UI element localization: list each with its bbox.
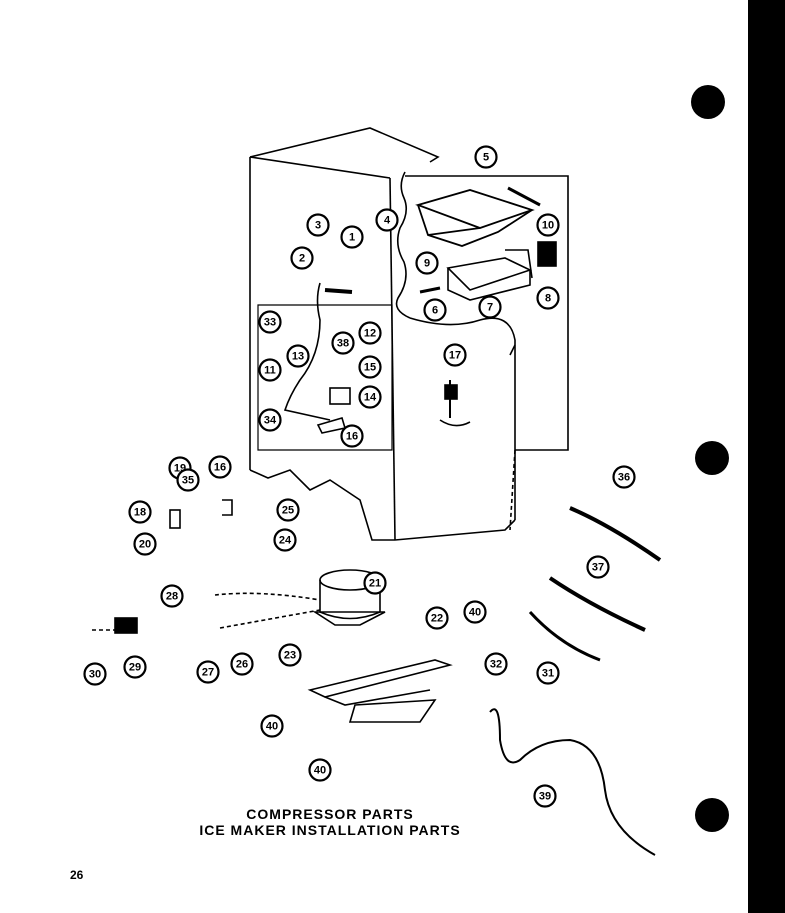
binder-hole xyxy=(691,85,725,119)
callout-28: 28 xyxy=(160,584,184,608)
callout-30: 30 xyxy=(83,662,107,686)
callout-label: 24 xyxy=(279,535,292,547)
callout-33: 33 xyxy=(258,310,282,334)
callout-11: 11 xyxy=(258,358,282,382)
callout-40: 40 xyxy=(463,600,487,624)
ice-maker xyxy=(446,249,533,301)
callout-38: 38 xyxy=(331,331,355,355)
small-parts xyxy=(92,186,662,856)
callout-label: 7 xyxy=(487,302,493,314)
caption-ice-maker-parts: ICE MAKER INSTALLATION PARTS xyxy=(199,822,461,838)
page-number: 26 xyxy=(70,868,84,882)
callout-3: 3 xyxy=(306,213,330,237)
callout-label: 16 xyxy=(214,462,226,474)
callout-label: 40 xyxy=(469,607,481,619)
callout-40: 40 xyxy=(308,758,332,782)
callout-9: 9 xyxy=(415,251,439,275)
callout-label: 1 xyxy=(349,232,355,244)
callout-label: 4 xyxy=(384,215,391,227)
caption-compressor-parts: COMPRESSOR PARTS xyxy=(246,806,414,822)
callout-27: 27 xyxy=(196,660,220,684)
callout-label: 36 xyxy=(618,472,630,484)
callout-20: 20 xyxy=(133,532,157,556)
callout-label: 38 xyxy=(337,338,349,350)
callout-label: 39 xyxy=(539,791,551,803)
callout-label: 26 xyxy=(236,659,248,671)
callout-21: 21 xyxy=(363,571,387,595)
callout-2: 2 xyxy=(290,246,314,270)
callout-25: 25 xyxy=(276,498,300,522)
callout-37: 37 xyxy=(586,555,610,579)
callout-label: 11 xyxy=(264,365,276,377)
callout-18: 18 xyxy=(128,500,152,524)
callout-22: 22 xyxy=(425,606,449,630)
callout-5: 5 xyxy=(474,145,498,169)
callout-label: 28 xyxy=(166,591,178,603)
callout-23: 23 xyxy=(278,643,302,667)
callout-label: 8 xyxy=(545,293,551,305)
page-edge-bar xyxy=(748,0,785,913)
callout-14: 14 xyxy=(358,385,382,409)
callout-29: 29 xyxy=(123,655,147,679)
refrigerator-cabinet xyxy=(249,127,569,541)
callout-40: 40 xyxy=(260,714,284,738)
callout-label: 31 xyxy=(542,668,554,680)
callout-4: 4 xyxy=(375,208,399,232)
callout-10: 10 xyxy=(536,213,560,237)
callout-6: 6 xyxy=(423,298,447,322)
callout-1: 1 xyxy=(340,225,364,249)
callout-15: 15 xyxy=(358,355,382,379)
callout-label: 23 xyxy=(284,650,296,662)
callout-34: 34 xyxy=(258,408,282,432)
callout-label: 27 xyxy=(202,667,214,679)
callout-label: 3 xyxy=(315,220,321,232)
callout-7: 7 xyxy=(478,295,502,319)
callout-label: 21 xyxy=(369,578,381,590)
binder-hole xyxy=(695,441,729,475)
callout-label: 14 xyxy=(364,392,377,404)
callout-31: 31 xyxy=(536,661,560,685)
callout-16: 16 xyxy=(340,424,364,448)
callout-label: 16 xyxy=(346,431,358,443)
callout-label: 37 xyxy=(592,562,604,574)
callout-36: 36 xyxy=(612,465,636,489)
callout-label: 34 xyxy=(264,415,277,427)
callout-label: 9 xyxy=(424,258,430,270)
callout-label: 17 xyxy=(449,350,461,362)
callout-label: 15 xyxy=(364,362,376,374)
binder-hole xyxy=(695,798,729,832)
callout-label: 6 xyxy=(432,305,438,317)
callout-label: 10 xyxy=(542,220,554,232)
callout-13: 13 xyxy=(286,344,310,368)
callout-label: 13 xyxy=(292,351,304,363)
callout-8: 8 xyxy=(536,286,560,310)
callout-label: 33 xyxy=(264,317,276,329)
callout-label: 35 xyxy=(182,475,194,487)
callout-39: 39 xyxy=(533,784,557,808)
callout-label: 29 xyxy=(129,662,141,674)
callout-label: 20 xyxy=(139,539,151,551)
callout-label: 32 xyxy=(490,659,502,671)
callout-label: 12 xyxy=(364,328,376,340)
callout-17: 17 xyxy=(443,343,467,367)
callout-label: 5 xyxy=(483,152,489,164)
callout-label: 18 xyxy=(134,507,146,519)
callout-label: 40 xyxy=(266,721,278,733)
callout-16: 16 xyxy=(208,455,232,479)
callout-12: 12 xyxy=(358,321,382,345)
callout-26: 26 xyxy=(230,652,254,676)
callout-35: 35 xyxy=(176,468,200,492)
callout-label: 40 xyxy=(314,765,326,777)
callout-32: 32 xyxy=(484,652,508,676)
ice-tray xyxy=(415,189,535,247)
callout-label: 2 xyxy=(299,253,305,265)
callout-label: 25 xyxy=(282,505,294,517)
callout-label: 30 xyxy=(89,669,101,681)
callout-label: 22 xyxy=(431,613,443,625)
callout-24: 24 xyxy=(273,528,297,552)
